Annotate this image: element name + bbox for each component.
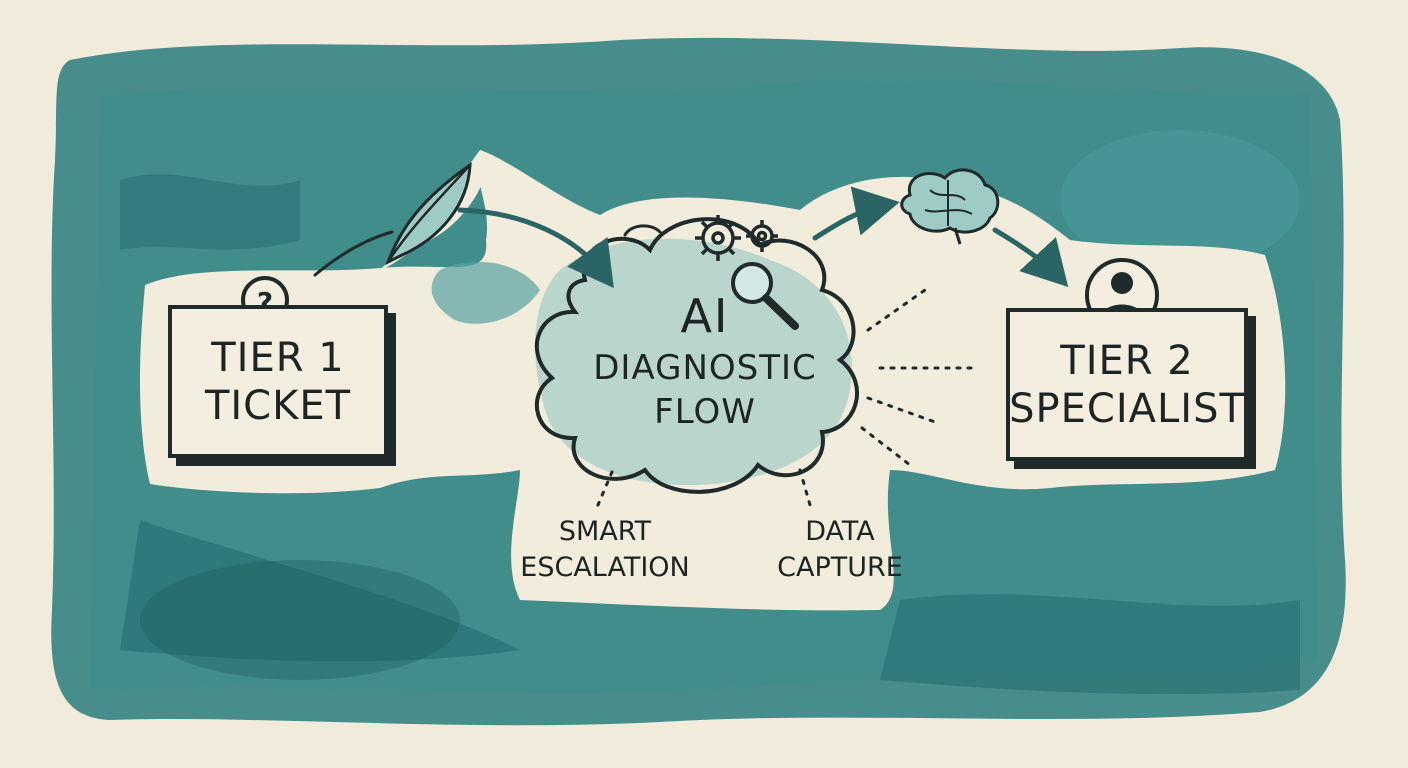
data-capture-label: DATA CAPTURE	[777, 516, 903, 583]
brain-icon	[900, 168, 1000, 245]
tier-1-ticket-box: TIER 1 TICKET	[168, 305, 388, 458]
tier-2-specialist-box: TIER 2 SPECIALIST	[1006, 308, 1248, 461]
tier-1-ticket-label: TIER 1 TICKET	[204, 334, 352, 429]
dotted-connectors	[593, 288, 977, 514]
smart-escalation-label: SMART ESCALATION	[520, 516, 690, 583]
gears-icon	[695, 215, 778, 261]
ai-cloud	[534, 217, 859, 494]
diagnostic-flow-label: DIAGNOSTIC FLOW	[593, 348, 817, 432]
ai-title: AI	[680, 289, 730, 343]
flow-arrows	[313, 186, 1069, 289]
feather-icon	[385, 162, 472, 266]
tier-2-specialist-label: TIER 2 SPECIALIST	[1009, 337, 1245, 432]
magnifier-icon	[731, 262, 799, 330]
